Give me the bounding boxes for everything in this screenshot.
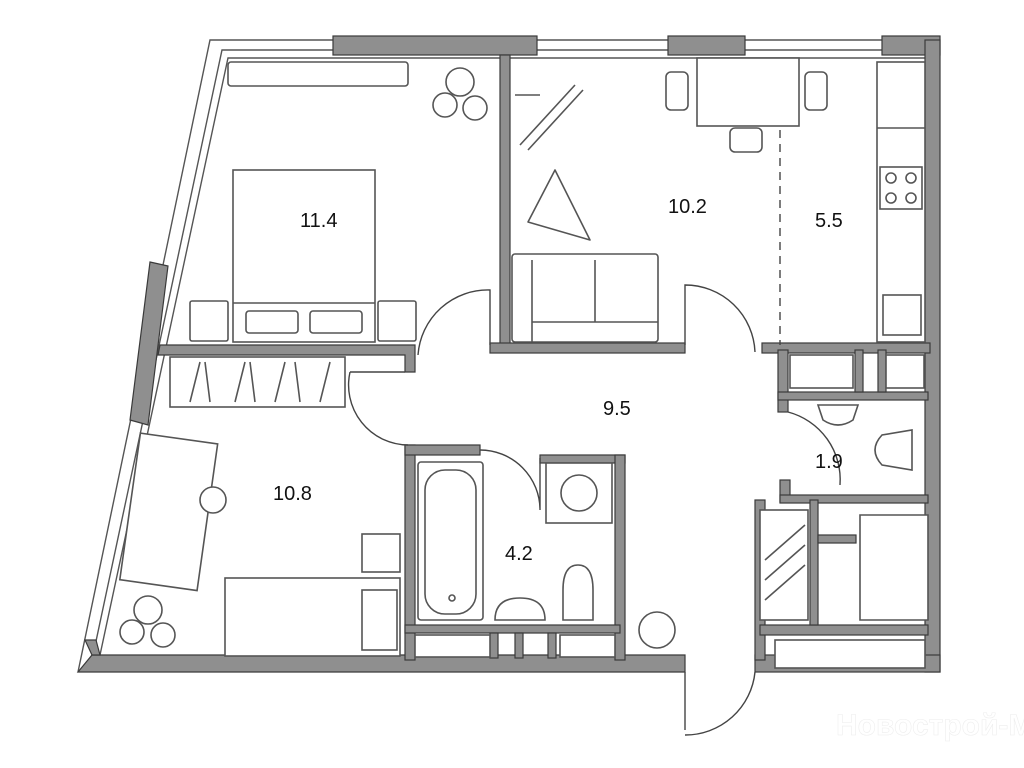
washing-machine	[545, 462, 613, 524]
plant-icon	[432, 67, 488, 121]
area-label-toilet: 1.9	[815, 451, 843, 473]
bath-toilet	[562, 564, 594, 621]
area-labels: 11.4 10.2 5.5 9.5 10.8 4.2 1.9	[273, 196, 843, 565]
area-label-bathroom: 4.2	[505, 543, 533, 565]
area-label-hallway: 9.5	[603, 398, 631, 420]
bedroom-shelf	[227, 61, 409, 87]
kitchen-sink	[882, 294, 922, 336]
area-label-second-bedroom: 10.8	[273, 483, 312, 505]
walls	[76, 35, 941, 673]
plant-icon	[119, 595, 176, 648]
area-label-kitchen: 5.5	[815, 210, 843, 232]
wardrobe	[169, 356, 346, 408]
area-label-living-room: 10.2	[668, 196, 707, 218]
area-label-bedroom: 11.4	[300, 210, 337, 232]
furniture	[118, 57, 929, 669]
watermark: Новострой-М	[836, 709, 1024, 742]
doors	[347, 130, 841, 736]
dining-table	[696, 57, 800, 127]
drain	[638, 611, 676, 649]
desk	[118, 432, 219, 592]
coffee-table	[527, 169, 591, 241]
sofa	[511, 253, 659, 343]
